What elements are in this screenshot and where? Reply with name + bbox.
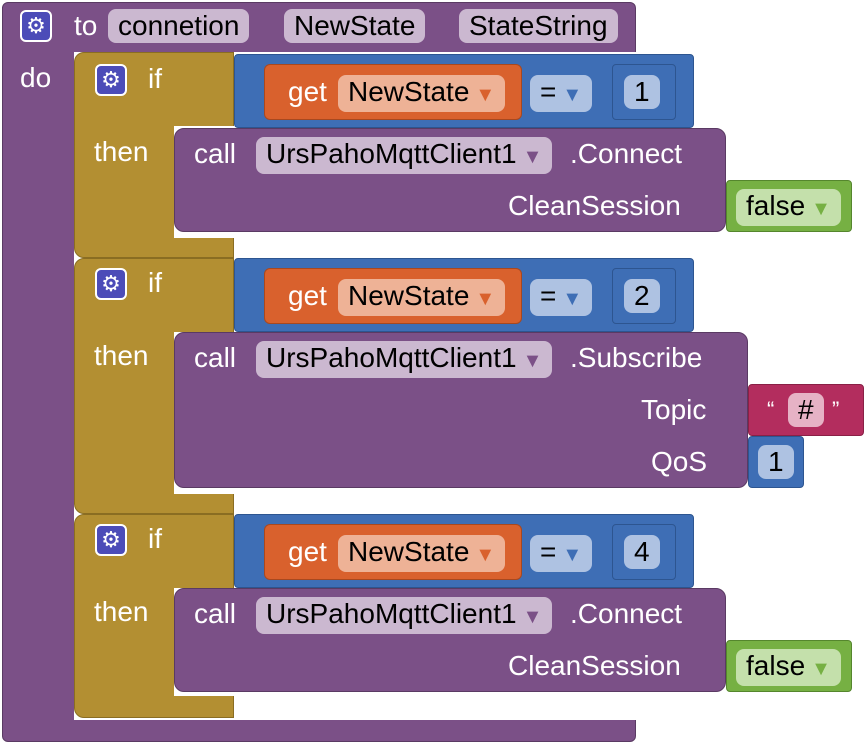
method-name: .Subscribe bbox=[570, 342, 703, 373]
param-statestring[interactable]: StateString bbox=[459, 9, 618, 43]
method-name: .Connect bbox=[570, 598, 683, 629]
open-quote: “ bbox=[767, 397, 775, 422]
dropdown-arrow-icon: ▼ bbox=[562, 544, 583, 566]
close-quote: ” bbox=[832, 397, 840, 422]
procedure-name-field[interactable]: connetion bbox=[108, 9, 250, 43]
then-keyword: then bbox=[94, 596, 149, 627]
arg-label-cleansession: CleanSession bbox=[508, 190, 681, 221]
to-keyword: to bbox=[74, 10, 98, 41]
dropdown-arrow-icon: ▼ bbox=[522, 606, 543, 628]
arg-label-cleansession: CleanSession bbox=[508, 650, 681, 681]
dropdown-arrow-icon: ▼ bbox=[522, 350, 543, 372]
gear-icon[interactable]: ⚙ bbox=[95, 64, 127, 96]
if-keyword: if bbox=[148, 523, 162, 554]
text-block[interactable] bbox=[748, 384, 864, 436]
component-dropdown[interactable]: UrsPahoMqttClient1▼ bbox=[256, 137, 553, 174]
number-value[interactable]: 4 bbox=[624, 535, 660, 569]
operator-dropdown[interactable]: =▼ bbox=[530, 279, 593, 316]
dropdown-arrow-icon: ▼ bbox=[811, 658, 831, 680]
dropdown-arrow-icon: ▼ bbox=[562, 288, 583, 310]
if-keyword: if bbox=[148, 63, 162, 94]
text-value-field[interactable]: # bbox=[788, 393, 824, 427]
get-keyword: get bbox=[288, 280, 327, 311]
arg-label-qos: QoS bbox=[651, 446, 708, 477]
gear-icon[interactable]: ⚙ bbox=[95, 268, 127, 300]
variable-dropdown[interactable]: NewState▼ bbox=[338, 75, 506, 112]
dropdown-arrow-icon: ▼ bbox=[562, 84, 583, 106]
dropdown-arrow-icon: ▼ bbox=[475, 544, 496, 566]
variable-dropdown[interactable]: NewState▼ bbox=[338, 279, 506, 316]
number-value[interactable]: 1 bbox=[624, 75, 660, 109]
then-keyword: then bbox=[94, 340, 149, 371]
then-keyword: then bbox=[94, 136, 149, 167]
number-value[interactable]: 2 bbox=[624, 279, 660, 313]
call-keyword: call bbox=[194, 342, 237, 373]
component-dropdown[interactable]: UrsPahoMqttClient1▼ bbox=[256, 341, 553, 378]
method-name: .Connect bbox=[570, 138, 683, 169]
arg-label-topic: Topic bbox=[641, 394, 707, 425]
dropdown-arrow-icon: ▼ bbox=[811, 198, 831, 220]
variable-dropdown[interactable]: NewState▼ bbox=[338, 535, 506, 572]
number-value[interactable]: 1 bbox=[758, 445, 794, 479]
do-keyword: do bbox=[20, 62, 52, 93]
dropdown-arrow-icon: ▼ bbox=[475, 288, 496, 310]
get-keyword: get bbox=[288, 76, 327, 107]
call-keyword: call bbox=[194, 598, 237, 629]
operator-dropdown[interactable]: =▼ bbox=[530, 75, 593, 112]
boolean-dropdown[interactable]: false▼ bbox=[736, 649, 841, 686]
operator-dropdown[interactable]: =▼ bbox=[530, 535, 593, 572]
component-dropdown[interactable]: UrsPahoMqttClient1▼ bbox=[256, 597, 553, 634]
dropdown-arrow-icon: ▼ bbox=[522, 146, 543, 168]
if-keyword: if bbox=[148, 267, 162, 298]
gear-icon[interactable]: ⚙ bbox=[95, 524, 127, 556]
dropdown-arrow-icon: ▼ bbox=[475, 84, 496, 106]
get-keyword: get bbox=[288, 536, 327, 567]
boolean-dropdown[interactable]: false▼ bbox=[736, 189, 841, 226]
param-newstate[interactable]: NewState bbox=[284, 9, 426, 43]
call-keyword: call bbox=[194, 138, 237, 169]
gear-icon[interactable]: ⚙ bbox=[20, 10, 52, 42]
